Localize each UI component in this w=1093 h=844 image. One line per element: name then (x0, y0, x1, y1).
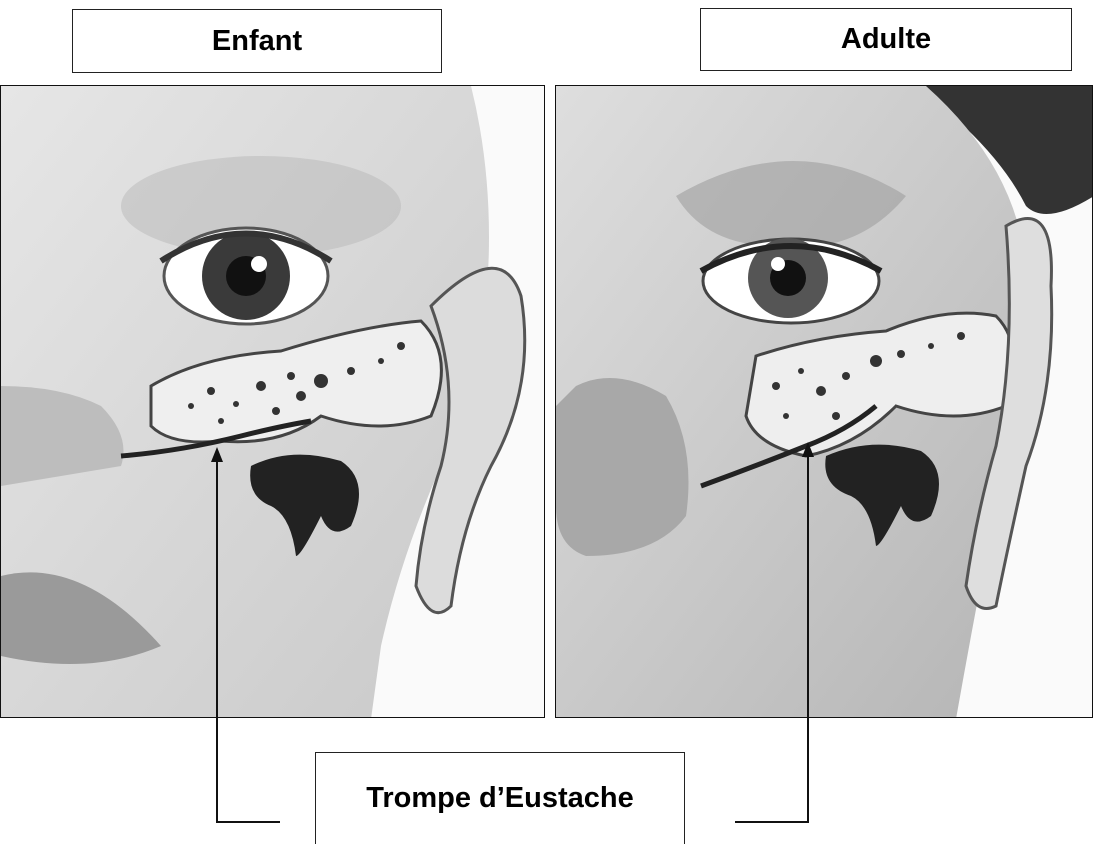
adult-leader-arrowhead (802, 442, 814, 457)
child-leader-arrowhead (211, 447, 223, 462)
label-eustachian-tube: Trompe d’Eustache (315, 752, 685, 844)
label-eustachian-tube-text: Trompe d’Eustache (366, 782, 634, 815)
adult-leader-line (735, 450, 808, 822)
child-leader-line (217, 455, 280, 822)
